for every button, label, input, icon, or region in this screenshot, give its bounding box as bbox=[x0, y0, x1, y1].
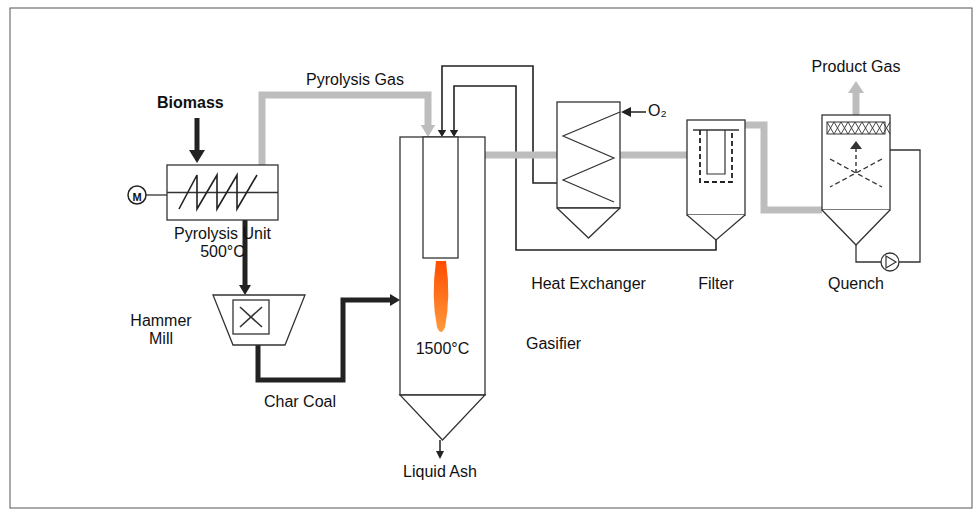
input-label: Biomass bbox=[157, 94, 247, 112]
biomass-feed bbox=[195, 118, 200, 152]
arrow-head bbox=[450, 130, 458, 137]
connector bbox=[454, 86, 716, 250]
heat-exchanger: Heat Exchanger bbox=[557, 102, 620, 238]
node-label: 1500°C bbox=[400, 340, 485, 358]
input-label: O₂ bbox=[648, 102, 678, 120]
connector bbox=[485, 152, 557, 159]
connector bbox=[745, 125, 822, 210]
hammer-mill: Hammer Mill bbox=[213, 295, 305, 345]
arrow-head bbox=[436, 451, 444, 459]
output-label: Product Gas bbox=[786, 58, 926, 76]
output-label: Liquid Ash bbox=[380, 463, 500, 481]
arrow-head bbox=[189, 150, 205, 163]
arrow-head bbox=[421, 125, 435, 137]
motor-letter: M bbox=[127, 188, 147, 206]
filter-unit: Filter bbox=[687, 120, 745, 240]
pump-symbol bbox=[886, 256, 896, 268]
node-label: Quench bbox=[786, 275, 926, 293]
arrow-head bbox=[239, 285, 251, 295]
pyrolysis-unit-shape bbox=[167, 165, 278, 220]
arrow-head bbox=[438, 130, 446, 137]
product-gas-pipe bbox=[853, 92, 860, 115]
quench-column: Quench bbox=[822, 115, 890, 245]
quench-column-shape bbox=[822, 115, 890, 245]
connector bbox=[620, 152, 687, 159]
arrow-head bbox=[848, 81, 864, 93]
gasifier-shape bbox=[400, 137, 485, 440]
pyrolysis-unit: Pyrolysis Unit 500°C bbox=[167, 165, 278, 220]
arrow-head bbox=[390, 294, 400, 306]
heat-exchanger-shape bbox=[557, 102, 620, 238]
gasifier: 1500°CGasifier bbox=[400, 137, 485, 440]
motor-shaft bbox=[146, 194, 167, 195]
node-label: Filter bbox=[656, 275, 776, 293]
edge-label: Pyrolysis Gas bbox=[290, 71, 420, 89]
node-label: Hammer Mill bbox=[118, 312, 204, 348]
ash-outlet bbox=[439, 440, 441, 452]
pump-symbol bbox=[881, 253, 899, 271]
frame bbox=[10, 8, 972, 508]
oxygen-feed bbox=[630, 111, 646, 113]
node-label: Heat Exchanger bbox=[502, 275, 675, 293]
edge-label: Char Coal bbox=[245, 393, 355, 411]
hammer-mill-shape bbox=[213, 295, 305, 345]
node-label: Gasifier bbox=[526, 335, 616, 353]
node-label: Pyrolysis Unit 500°C bbox=[157, 225, 288, 261]
arrow-head bbox=[621, 107, 631, 117]
quench-loop bbox=[890, 150, 920, 262]
quench-loop bbox=[856, 245, 881, 262]
filter-unit-shape bbox=[687, 120, 745, 240]
